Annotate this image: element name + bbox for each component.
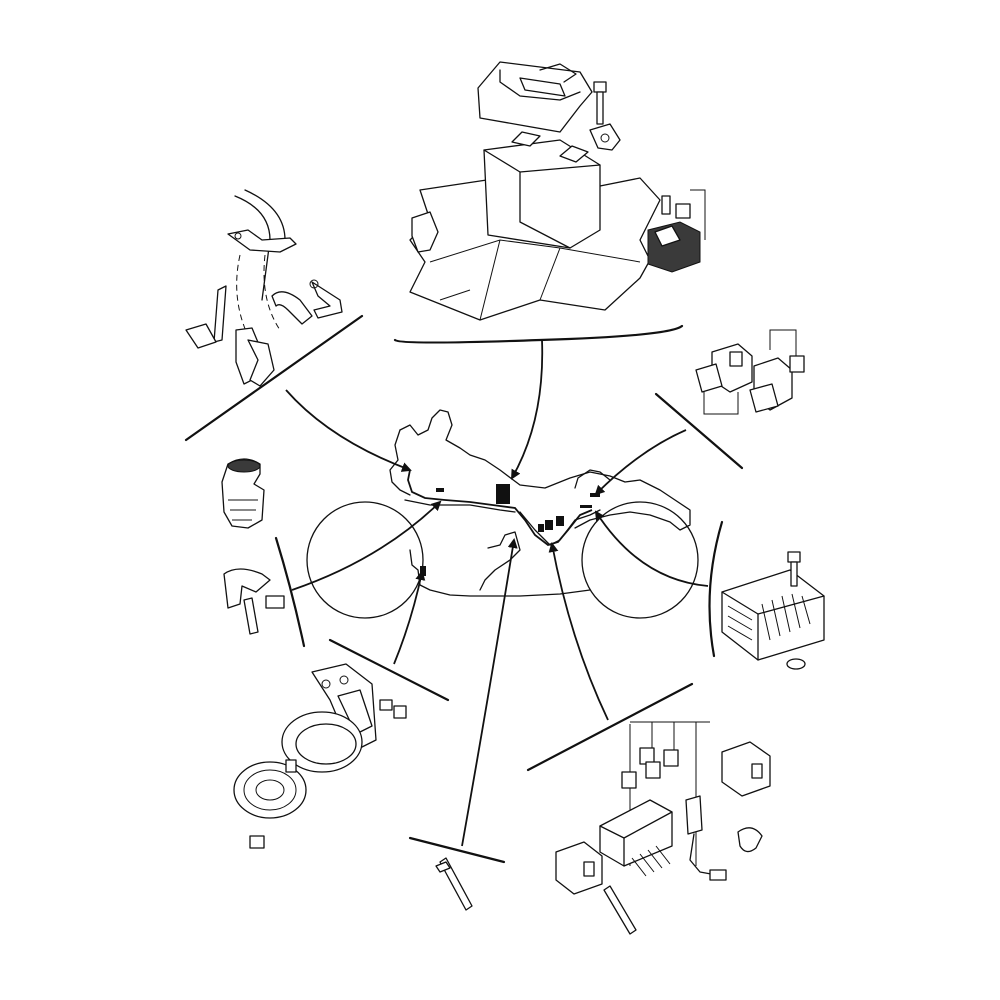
harness-clamps-leader <box>285 389 412 472</box>
harness-clamp-1 <box>227 229 297 253</box>
harness-clip-2 <box>311 281 343 319</box>
horn-nut <box>249 835 265 849</box>
harness-clamps-callout <box>184 314 364 442</box>
cable-tie-group <box>435 857 473 911</box>
ignition-coil-group <box>221 458 285 635</box>
fuse-box <box>599 799 673 867</box>
ignition-leader <box>291 500 442 591</box>
battery-strap-clip <box>411 211 439 253</box>
main-harness-route <box>407 469 593 546</box>
cable-tie-leader <box>461 538 518 847</box>
rectifier-regulator <box>721 569 825 661</box>
relay-connector <box>789 355 805 373</box>
frame-lower <box>404 499 516 513</box>
fuse-box-callout <box>526 682 694 772</box>
cable-tie-callout <box>408 836 506 864</box>
harness-band <box>213 285 227 343</box>
sub-relay <box>555 841 603 895</box>
ignition-hose <box>223 568 271 609</box>
horn-callout <box>328 638 450 702</box>
motorcycle-outline <box>306 409 699 619</box>
wire-harness-clamps-group <box>185 189 343 387</box>
battery-location-mark <box>496 484 510 504</box>
ignition-callout <box>274 536 306 648</box>
rectifier-callout <box>708 520 724 658</box>
harness-clip-3 <box>185 323 217 349</box>
front-wheel <box>306 501 424 619</box>
fuse-box-tie <box>603 885 637 935</box>
battery-group-callout <box>393 324 684 344</box>
fuse-box-connector <box>685 795 703 835</box>
fuse-box-leader <box>548 542 609 721</box>
battery-bolt-head <box>593 81 607 93</box>
rectifier-washer <box>786 658 806 670</box>
relay-group-callout <box>654 392 744 470</box>
frame-outline <box>399 409 691 531</box>
ignition-cap <box>221 458 265 529</box>
fuse-box-clip <box>737 827 763 853</box>
horn-group <box>233 663 407 849</box>
fuse-3 <box>621 771 637 789</box>
turn-signal-relay <box>721 741 771 797</box>
relay-group <box>695 329 805 415</box>
horn-bolt <box>393 705 407 719</box>
battery-leader <box>511 339 544 480</box>
fuse-4 <box>645 761 661 779</box>
rectifier-bolt <box>787 551 801 563</box>
harness-hose <box>271 291 313 325</box>
battery-group <box>409 61 706 321</box>
rear-wheel <box>581 501 699 619</box>
cable-tie <box>439 857 473 911</box>
battery-bracket <box>589 123 621 151</box>
exhaust-outline <box>409 549 591 597</box>
fuse-box-group <box>555 721 771 935</box>
rectifier-leader <box>594 510 709 587</box>
horn-leader <box>393 570 426 665</box>
fuse-2 <box>663 749 679 767</box>
starter-relay-fuse <box>675 203 691 219</box>
rectifier-regulator-group <box>721 551 825 670</box>
relay-leader <box>594 429 687 496</box>
